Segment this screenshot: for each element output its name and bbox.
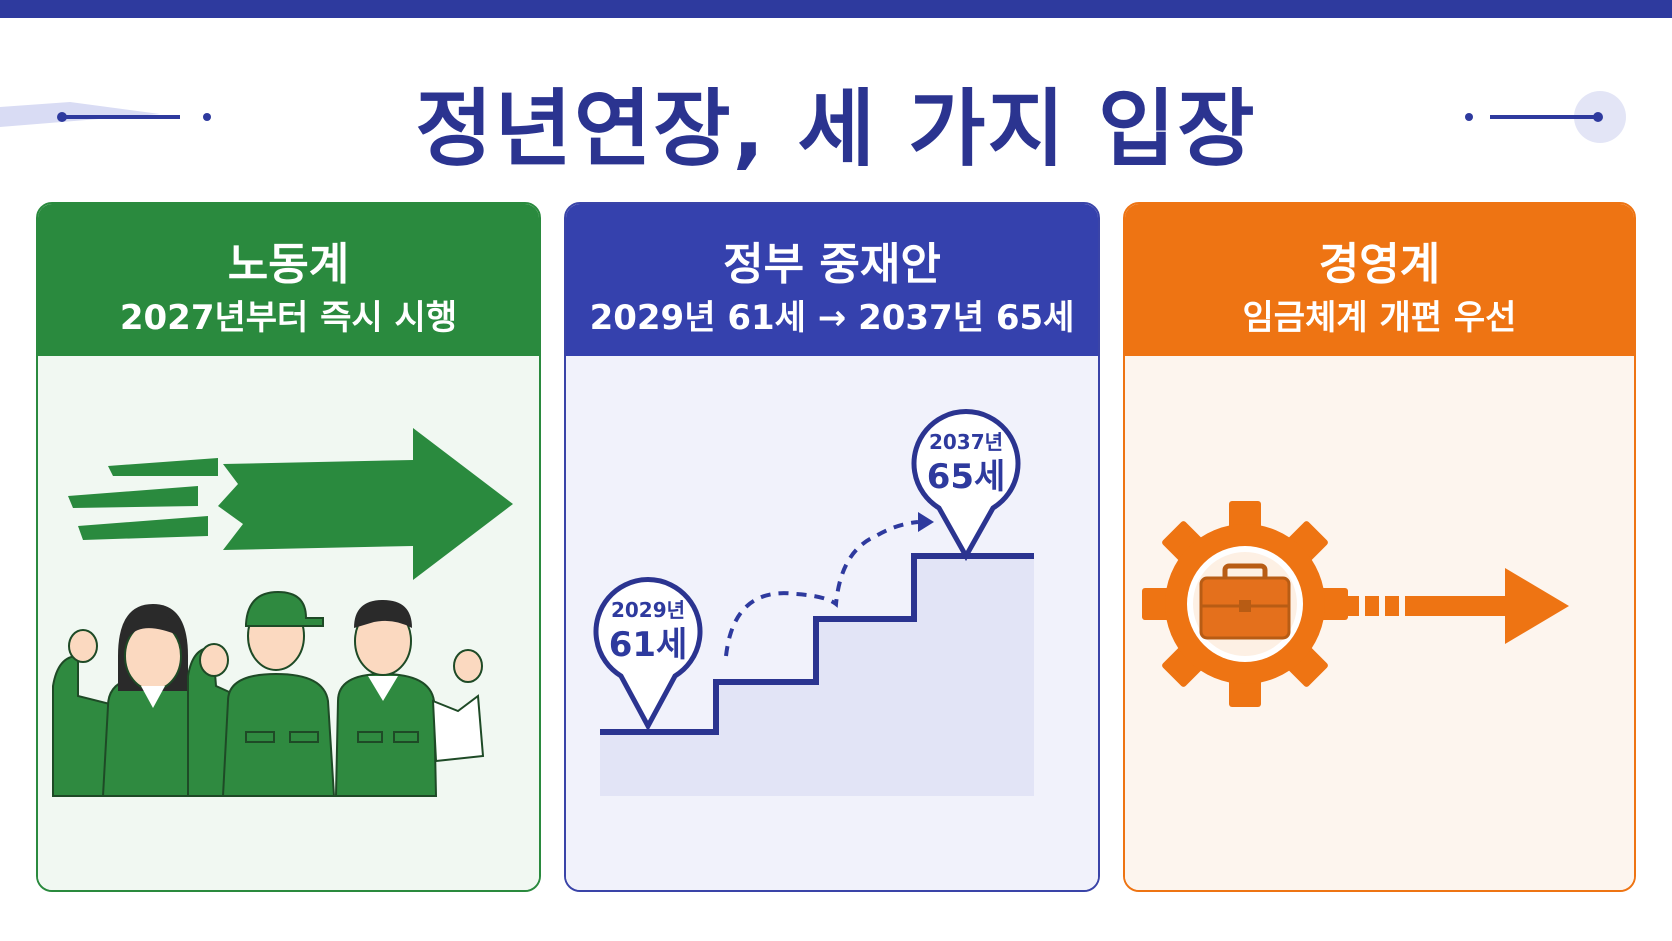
- page-title: 정년연장, 세 가지 입장: [415, 80, 1257, 178]
- government-card-header: 정부 중재안 2029년 61세 → 2037년 65세: [566, 204, 1098, 356]
- end-pin-icon: [911, 409, 1021, 562]
- end-pin-year: 2037년: [929, 430, 1003, 454]
- business-card-title: 경영계: [1318, 239, 1441, 290]
- end-pin-age: 65세: [927, 457, 1006, 497]
- right-decoration-icon: [1465, 91, 1626, 143]
- gear-briefcase-icon: [1142, 501, 1569, 707]
- start-pin-icon: [593, 577, 703, 732]
- fast-arrow-icon: [68, 428, 513, 580]
- labor-card-header: 노동계 2027년부터 즉시 시행: [38, 204, 539, 356]
- government-card-title: 정부 중재안: [723, 239, 941, 290]
- labor-card-body: [38, 356, 539, 890]
- labor-card-title: 노동계: [227, 239, 350, 290]
- business-card-body: [1125, 356, 1634, 890]
- top-accent-bar: [0, 0, 1672, 18]
- labor-card-subtitle: 2027년부터 즉시 시행: [119, 298, 458, 338]
- dashed-arrow-icon: [1325, 568, 1569, 644]
- business-card: 경영계 임금체계 개편 우선: [1123, 202, 1636, 892]
- header: 정년연장, 세 가지 입장: [0, 52, 1672, 192]
- government-card-subtitle: 2029년 61세 → 2037년 65세: [589, 298, 1075, 338]
- labor-card: 노동계 2027년부터 즉시 시행: [36, 202, 541, 892]
- government-card-body: 2029년 61세 2037년 65세: [566, 356, 1098, 890]
- business-card-subtitle: 임금체계 개편 우선: [1242, 298, 1517, 338]
- workers-illustration-icon: [52, 590, 485, 797]
- left-decoration-icon: [0, 102, 211, 127]
- business-card-header: 경영계 임금체계 개편 우선: [1125, 204, 1634, 356]
- government-card: 정부 중재안 2029년 61세 → 2037년 65세 2029년 61세 2…: [564, 202, 1100, 892]
- start-pin-year: 2029년: [611, 598, 685, 622]
- start-pin-age: 61세: [609, 625, 688, 665]
- stairs-illustration-icon: 2029년 61세 2037년 65세: [593, 409, 1034, 796]
